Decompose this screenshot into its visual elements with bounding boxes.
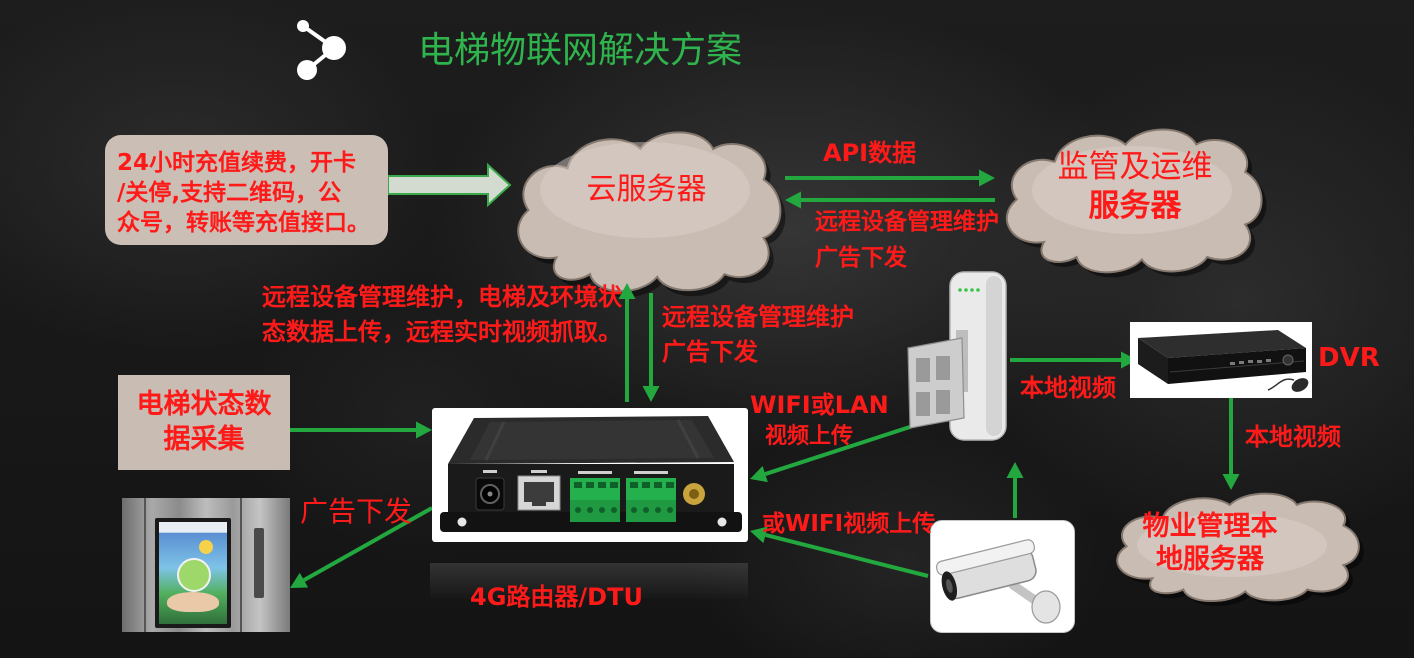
dvr-label: DVR — [1318, 343, 1380, 373]
uplink-note-line: 态数据上传，远程实时视频抓取。 — [262, 318, 622, 346]
recharge-info-line: 众号，转账等充值接口。 — [117, 210, 370, 236]
local-video-label-ap: 本地视频 — [1020, 374, 1116, 402]
cloud-server-shape — [518, 132, 786, 298]
camera-image — [930, 520, 1075, 633]
arrow-ap-to-dvr-head — [1121, 351, 1137, 369]
router-device-image — [432, 408, 748, 542]
cloud-server-label: 云服务器 — [586, 172, 707, 207]
downlink-note-line: 广告下发 — [662, 338, 758, 366]
ad-push-label: 广告下发 — [300, 495, 413, 528]
downlink-note-line: 远程设备管理维护 — [662, 303, 854, 331]
arrow-router-to-screen-shaft — [302, 506, 433, 582]
arrow-router-to-screen-head — [290, 572, 309, 588]
arrow-camera-to-ap-head — [1006, 462, 1024, 478]
arrow-dvr-to-property-head — [1222, 474, 1240, 490]
api-data-label: API数据 — [823, 139, 917, 167]
dvr-icon — [1138, 330, 1309, 392]
dvr-image — [1130, 322, 1312, 398]
property-server-line: 地服务器 — [1156, 544, 1264, 575]
remote-management-text: 远程设备管理维护 — [815, 209, 999, 235]
arrow-ap-to-router — [750, 423, 917, 483]
recharge-info-line: 24小时充值续费，开卡 — [117, 150, 357, 176]
monitor-server-line: 监管及运维 — [1057, 149, 1213, 185]
share-icon — [297, 20, 346, 80]
wifi-ap-image — [900, 268, 1015, 444]
arrow-api-to-monitor-head — [979, 169, 995, 187]
elevator-state-box: 电梯状态数 据采集 — [118, 375, 290, 470]
arrow-ap-to-dvr — [1010, 351, 1137, 369]
arrow-router-to-screen — [290, 506, 433, 588]
property-server-label: 物业管理本 地服务器 — [1108, 510, 1312, 576]
recharge-info-box: 24小时充值续费，开卡 /关停,支持二维码，公 众号，转账等充值接口。 — [105, 135, 388, 245]
monitor-server-line: 服务器 — [1088, 188, 1182, 224]
arrow-dvr-to-property — [1222, 398, 1240, 490]
arrow-ap-to-router-shaft — [764, 423, 917, 476]
arrow-camera-to-router-shaft — [765, 532, 929, 578]
arrow-camera-to-ap — [1006, 462, 1024, 518]
arrow-router-to-cloud — [618, 283, 636, 402]
ad-screen — [159, 522, 227, 624]
monitor-link-label: 远程设备管理维护 广告下发 — [815, 204, 999, 276]
slide-title: 电梯物联网解决方案 — [418, 30, 743, 71]
arrow-monitor-to-cloud — [785, 191, 995, 209]
router-icon — [440, 416, 742, 532]
router-label: 4G路由器/DTU — [470, 583, 643, 611]
video-upload-label: 视频上传 — [765, 424, 854, 449]
uplink-note-line: 远程设备管理维护，电梯及环境状 — [262, 283, 622, 311]
arrow-camera-to-router — [750, 526, 929, 578]
property-server-cloud-shape — [1117, 494, 1364, 607]
elevator-screen-image — [122, 498, 290, 632]
arrow-cloud-to-router — [642, 293, 660, 402]
ad-push-text: 广告下发 — [815, 245, 907, 271]
elevator-button-panel — [254, 528, 264, 598]
arrow-camera-to-router-head — [750, 526, 768, 544]
arrow-router-to-cloud-head — [618, 283, 636, 299]
wifi-ap-icon — [907, 271, 1007, 441]
monitor-server-label: 监管及运维 服务器 — [1000, 148, 1270, 226]
downlink-note: 远程设备管理维护 广告下发 — [662, 300, 854, 370]
camera-wifi-upload-label: 或WIFI视频上传 — [762, 511, 936, 537]
arrow-api-to-monitor — [785, 169, 995, 187]
property-server-line: 物业管理本 — [1142, 511, 1278, 542]
elevator-state-line: 据采集 — [163, 424, 245, 455]
ad-screen-frame — [155, 518, 231, 628]
camera-icon — [935, 539, 1061, 624]
router-reflection — [430, 563, 748, 599]
recharge-hollow-arrow — [387, 162, 512, 208]
arrow-cloud-to-router-head — [642, 386, 660, 402]
elevator-state-line: 电梯状态数 — [136, 389, 272, 420]
arrow-state-to-router — [290, 421, 432, 439]
uplink-note: 远程设备管理维护，电梯及环境状 态数据上传，远程实时视频抓取。 — [262, 280, 622, 350]
arrow-ap-to-router-head — [750, 465, 768, 483]
connector-arrows — [290, 169, 1240, 588]
wifi-lan-label: WIFI或LAN — [750, 391, 889, 419]
local-video-label-dvr: 本地视频 — [1245, 423, 1341, 451]
arrow-state-to-router-head — [416, 421, 432, 439]
monitor-server-cloud-shape — [1007, 130, 1267, 278]
arrow-monitor-to-cloud-head — [785, 191, 801, 209]
recharge-info-line: /关停,支持二维码，公 — [117, 180, 342, 206]
